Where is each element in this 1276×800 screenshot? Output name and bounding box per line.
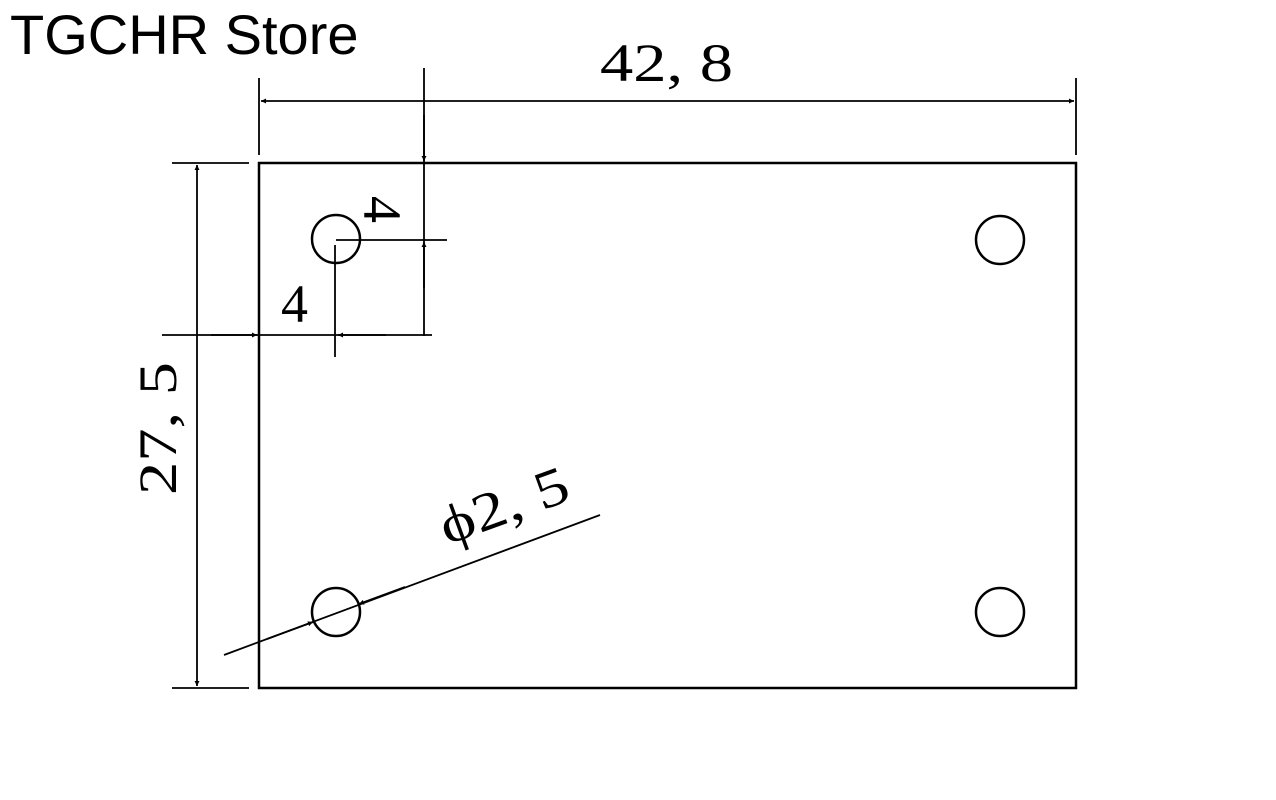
mounting-hole-top-left [310,213,362,265]
hole-diameter-arrow-left [266,621,314,640]
hole-diameter-arrow-right [358,586,406,605]
hole-diameter-label: ϕ2, 5 [431,454,577,556]
mounting-hole-bottom-left [310,586,362,638]
hole-offset-y-label: 4 [352,196,412,223]
store-name: TGCHR Store [10,3,359,66]
mounting-hole-top-right [974,214,1026,266]
board-outline [257,161,1078,690]
width-dimension-label: 42, 8 [600,33,733,93]
height-dimension-label: 27, 5 [128,362,188,495]
mounting-hole-bottom-right [974,586,1026,638]
hole-offset-x-label: 4 [281,274,308,334]
